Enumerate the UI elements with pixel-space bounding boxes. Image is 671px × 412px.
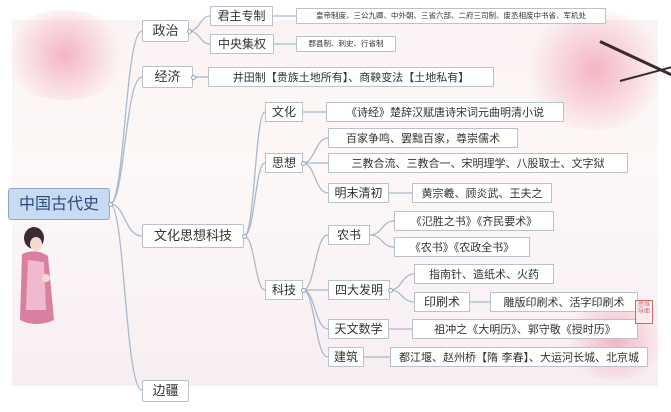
- architecture-detail[interactable]: 都江堰、赵州桥【隋 李春】、大运河长城、北京城: [390, 347, 648, 367]
- printing-detail[interactable]: 雕版印刷术、活字印刷术: [490, 292, 638, 312]
- branch-astronomy-math[interactable]: 天文数学: [328, 319, 389, 339]
- branch-culture-thought-tech[interactable]: 文化思想科技: [142, 224, 244, 248]
- centralization-detail[interactable]: 郡县制、刺史、行省制: [296, 36, 396, 52]
- inventions-detail[interactable]: 指南针、造纸术、火药: [414, 264, 554, 284]
- branch-architecture[interactable]: 建筑: [328, 347, 364, 367]
- monarchy-detail[interactable]: 皇帝制度、三公九卿、中外朝、三省六部、二府三司制、废丞相废中书省、军机处: [296, 8, 606, 24]
- branch-economy[interactable]: 经济: [142, 66, 193, 88]
- branch-agri-books[interactable]: 农书: [328, 225, 370, 245]
- root-collapse-handle[interactable]: [108, 202, 113, 207]
- branch-printing[interactable]: 印刷术: [414, 292, 470, 312]
- economy-collapse-handle[interactable]: [191, 75, 196, 80]
- politics-collapse-handle[interactable]: [187, 29, 192, 34]
- branch-four-inventions[interactable]: 四大发明: [328, 280, 390, 300]
- tech-collapse-handle[interactable]: [301, 288, 306, 293]
- branch-thought[interactable]: 思想: [265, 153, 303, 173]
- culture-detail[interactable]: 《诗经》楚辞汉赋唐诗宋词元曲明清小说: [326, 102, 564, 122]
- thought-item[interactable]: 三教合流、三教合一、宋明理学、八股取士、文字狱: [328, 153, 628, 173]
- branch-politics[interactable]: 政治: [142, 20, 189, 42]
- seal-stamp: 思维导图: [635, 300, 653, 324]
- agri-book-item[interactable]: 《氾胜之书》《齐民要术》: [394, 211, 554, 231]
- branch-frontier[interactable]: 边疆: [142, 380, 189, 402]
- branch-late-ming[interactable]: 明末清初: [328, 183, 389, 203]
- branch-centralization[interactable]: 中央集权: [210, 34, 274, 54]
- inventions-collapse-handle[interactable]: [388, 288, 393, 293]
- thought-item[interactable]: 百家争鸣、罢黜百家，尊崇儒术: [328, 128, 518, 148]
- late-ming-detail[interactable]: 黄宗羲、顾炎武、王夫之: [412, 183, 552, 203]
- branch-monarchy[interactable]: 君主专制: [210, 6, 273, 26]
- astronomy-detail[interactable]: 祖冲之《大明历》、郭守敬《授时历》: [412, 319, 638, 339]
- root-node[interactable]: 中国古代史: [8, 188, 110, 220]
- branch-culture[interactable]: 文化: [265, 102, 303, 122]
- thought-collapse-handle[interactable]: [301, 161, 306, 166]
- economy-detail[interactable]: 井田制【贵族土地所有】、商鞅变法【土地私有】: [208, 67, 494, 87]
- culture-tech-collapse-handle[interactable]: [242, 234, 247, 239]
- branch-tech[interactable]: 科技: [265, 280, 303, 300]
- agri-book-item[interactable]: 《农书》《农政全书》: [394, 237, 530, 257]
